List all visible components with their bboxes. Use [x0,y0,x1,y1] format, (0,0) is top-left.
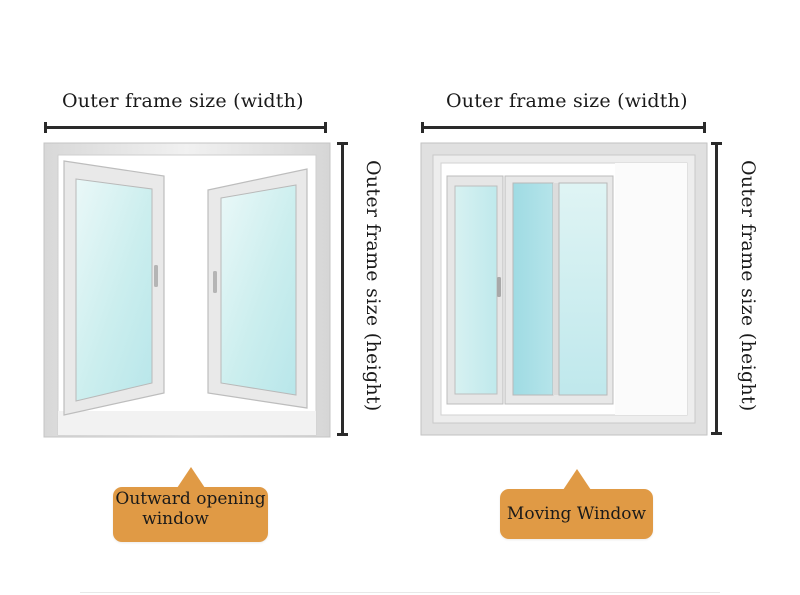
left-sash-glass [75,178,153,402]
right-height-label: Outer frame size (height) [737,160,759,412]
sliding-glass-mullion [553,183,559,395]
sash-latch [497,277,501,297]
left-width-label: Outer frame size (width) [62,90,304,112]
left-width-dimension-line [44,122,327,133]
sliding-glass-right [558,182,608,396]
callout-line-2: window [142,509,209,529]
moving-window-callout: Moving Window [500,469,653,539]
callout-text: Moving Window [506,504,647,524]
left-height-label: Outer frame size (height) [362,160,384,412]
open-area [615,163,687,415]
left-sash-glass [454,185,498,395]
sliding-glass-left [512,182,554,396]
right-sash-glass [220,184,297,396]
callout-line-1: Outward opening [115,489,266,509]
right-handle [213,271,217,293]
outward-opening-window-illustration [43,142,331,438]
floor-shade [58,411,316,435]
left-handle [154,265,158,287]
moving-window-illustration [420,142,708,436]
right-height-dimension-line [711,142,722,435]
outward-opening-callout: Outward opening window [113,467,268,542]
right-width-label: Outer frame size (width) [446,90,688,112]
right-width-dimension-line [421,122,706,133]
bottom-divider [80,592,720,593]
left-height-dimension-line [337,142,348,436]
